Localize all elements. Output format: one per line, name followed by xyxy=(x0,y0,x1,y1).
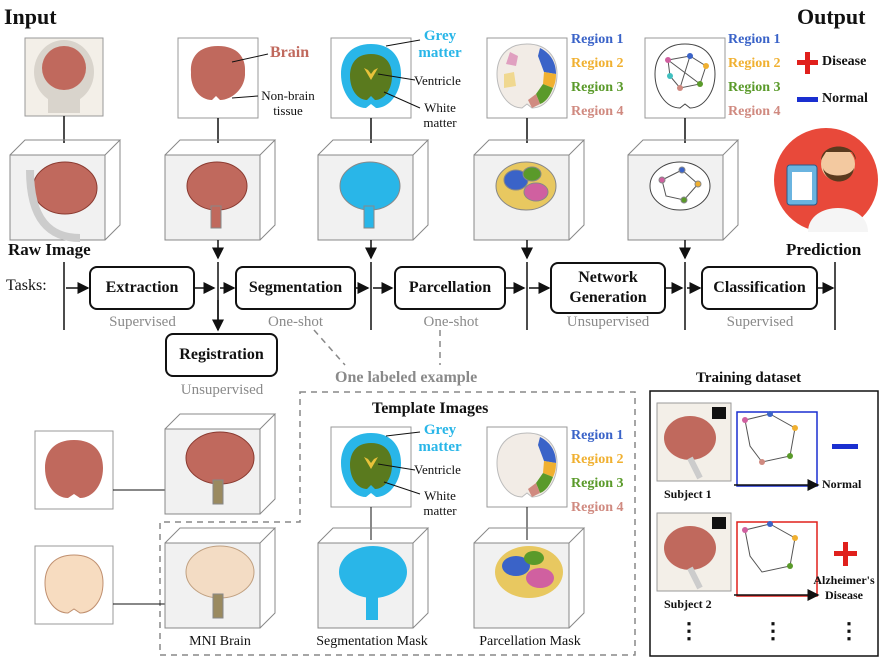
region-1-net: Region 1 xyxy=(728,32,781,47)
raw-image-label: Raw Image xyxy=(8,240,91,259)
task-registration: Registration xyxy=(165,333,278,377)
dots-3: ⋮ xyxy=(838,618,860,643)
method-extraction: Supervised xyxy=(109,314,176,330)
task-extraction: Extraction xyxy=(89,266,195,310)
output-legend-icons xyxy=(797,52,818,102)
output-heading: Output xyxy=(797,4,866,29)
region-1-parc: Region 1 xyxy=(571,32,624,47)
method-classification: Supervised xyxy=(726,314,794,330)
tasks-prefix: Tasks: xyxy=(6,277,47,294)
training-frame xyxy=(649,390,879,657)
subject-2-label: Subject 2 xyxy=(664,597,712,611)
method-parcellation: One-shot xyxy=(423,314,479,330)
task-segmentation: Segmentation xyxy=(235,266,356,310)
training-title: Training dataset xyxy=(696,370,802,386)
region-3-parc: Region 3 xyxy=(571,80,624,95)
template-ventricle: Ventricle xyxy=(414,462,461,477)
region-4-parc: Region 4 xyxy=(571,104,624,119)
region-2-net: Region 2 xyxy=(728,56,781,71)
mni-brain-caption: MNI Brain xyxy=(189,634,251,649)
panel-raw xyxy=(24,37,104,117)
dots-2: ⋮ xyxy=(762,618,784,643)
task-parcellation: Parcellation xyxy=(394,266,506,310)
panel-network xyxy=(644,37,726,119)
region-1-template: Region 1 xyxy=(571,428,624,443)
method-registration: Unsupervised xyxy=(180,382,264,398)
method-network: Unsupervised xyxy=(566,314,650,330)
dots-1: ⋮ xyxy=(678,618,700,643)
ventricle-label: Ventricle xyxy=(414,73,461,88)
task-classification: Classification xyxy=(701,266,818,310)
tasks-row xyxy=(63,240,836,332)
panel-segmentation xyxy=(330,37,412,119)
one-labeled-example: One labeled example xyxy=(335,369,478,386)
seg-mask-caption: Segmentation Mask xyxy=(316,634,428,649)
region-3-template: Region 3 xyxy=(571,476,624,491)
registration-graphics xyxy=(34,413,277,629)
panel-extraction xyxy=(177,37,259,119)
training-graphics xyxy=(656,402,858,601)
region-3-net: Region 3 xyxy=(728,80,781,95)
input-heading: Input xyxy=(4,4,57,29)
training-normal-label: Normal xyxy=(822,477,862,491)
dashed-links xyxy=(159,329,636,656)
method-segmentation: One-shot xyxy=(268,314,323,330)
cube-row xyxy=(9,139,740,242)
template-graphics xyxy=(317,426,586,629)
subject-1-label: Subject 1 xyxy=(664,487,712,501)
prediction-label: Prediction xyxy=(786,240,862,259)
doctor-icon xyxy=(774,128,878,232)
disease-legend: Disease xyxy=(822,54,867,69)
panel-parcellation xyxy=(486,37,568,119)
template-title: Template Images xyxy=(372,400,489,417)
parc-mask-caption: Parcellation Mask xyxy=(479,634,581,649)
brain-label: Brain xyxy=(270,44,310,61)
region-4-template: Region 4 xyxy=(571,500,624,515)
region-2-template: Region 2 xyxy=(571,452,624,467)
normal-legend: Normal xyxy=(822,91,868,106)
region-2-parc: Region 2 xyxy=(571,56,624,71)
region-4-net: Region 4 xyxy=(728,104,781,119)
